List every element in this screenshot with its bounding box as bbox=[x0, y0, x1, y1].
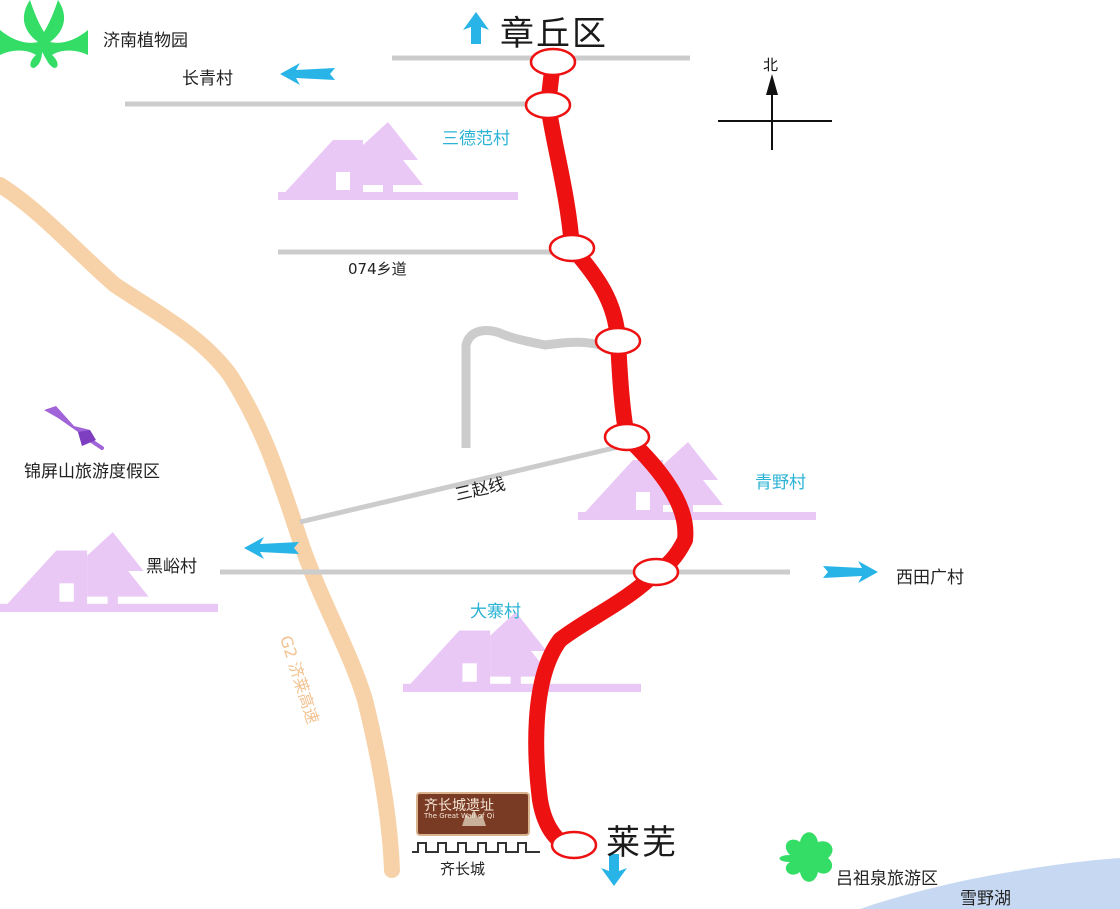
house-tree-icon bbox=[0, 532, 218, 612]
arrow-icon bbox=[244, 537, 299, 559]
zhangqiu-district-label: 章丘区 bbox=[500, 14, 608, 54]
house-tree-icon bbox=[403, 612, 641, 692]
xueye-lake-shape bbox=[860, 858, 1120, 909]
main-route-line bbox=[528, 54, 694, 853]
sandefan-village-label: 三德范村 bbox=[442, 129, 510, 149]
sanzhao-road bbox=[299, 444, 619, 525]
route-station-marker bbox=[529, 47, 577, 77]
route-station-marker bbox=[548, 233, 596, 263]
route-station-marker bbox=[603, 422, 651, 452]
route-station-marker bbox=[550, 830, 598, 860]
laiwu-label: 莱芜 bbox=[606, 823, 678, 863]
pushpin-icon bbox=[44, 406, 104, 450]
green-flower-icon bbox=[779, 832, 833, 882]
direction-arrows bbox=[244, 12, 878, 886]
arrow-icon bbox=[463, 12, 489, 44]
g2-highway-road bbox=[0, 177, 400, 878]
great-wall-sign bbox=[412, 792, 540, 853]
route-stations bbox=[524, 47, 680, 860]
route-station-marker bbox=[524, 90, 572, 120]
north-arrow-icon bbox=[718, 74, 832, 150]
jinping-scenic-label: 锦屏山旅游度假区 bbox=[24, 462, 160, 482]
qi-great-wall-label: 齐长城 bbox=[440, 860, 486, 878]
road-074-label: 074乡道 bbox=[348, 260, 407, 278]
wall-sign-english: The Great Wall of Qi bbox=[424, 812, 495, 820]
xueye-lake-label: 雪野湖 bbox=[960, 889, 1011, 909]
wall-sign-chinese: 齐长城遗址 bbox=[424, 798, 494, 814]
route-station-marker bbox=[632, 557, 680, 587]
house-tree-icon bbox=[278, 122, 518, 200]
heiyu-village-label: 黑峪村 bbox=[146, 557, 197, 577]
arrow-icon bbox=[601, 854, 627, 886]
arrow-icon bbox=[823, 561, 878, 583]
arrow-icon bbox=[280, 63, 335, 85]
grey-roads bbox=[125, 55, 790, 575]
village-icons bbox=[0, 122, 816, 692]
fleur-de-lis-icon bbox=[0, 0, 88, 68]
gray-mountain-road bbox=[461, 326, 602, 448]
botanical-garden-label: 济南植物园 bbox=[103, 31, 188, 51]
qingye-village-label: 青野村 bbox=[755, 473, 806, 493]
xitianguang-village-label: 西田广村 bbox=[896, 568, 964, 588]
dazhai-village-label: 大寨村 bbox=[470, 602, 521, 622]
route-station-marker bbox=[594, 326, 642, 356]
north-label: 北 bbox=[763, 56, 779, 74]
lvzuquan-scenic-label: 吕祖泉旅游区 bbox=[836, 869, 938, 889]
changqing-village-label: 长青村 bbox=[182, 69, 233, 89]
